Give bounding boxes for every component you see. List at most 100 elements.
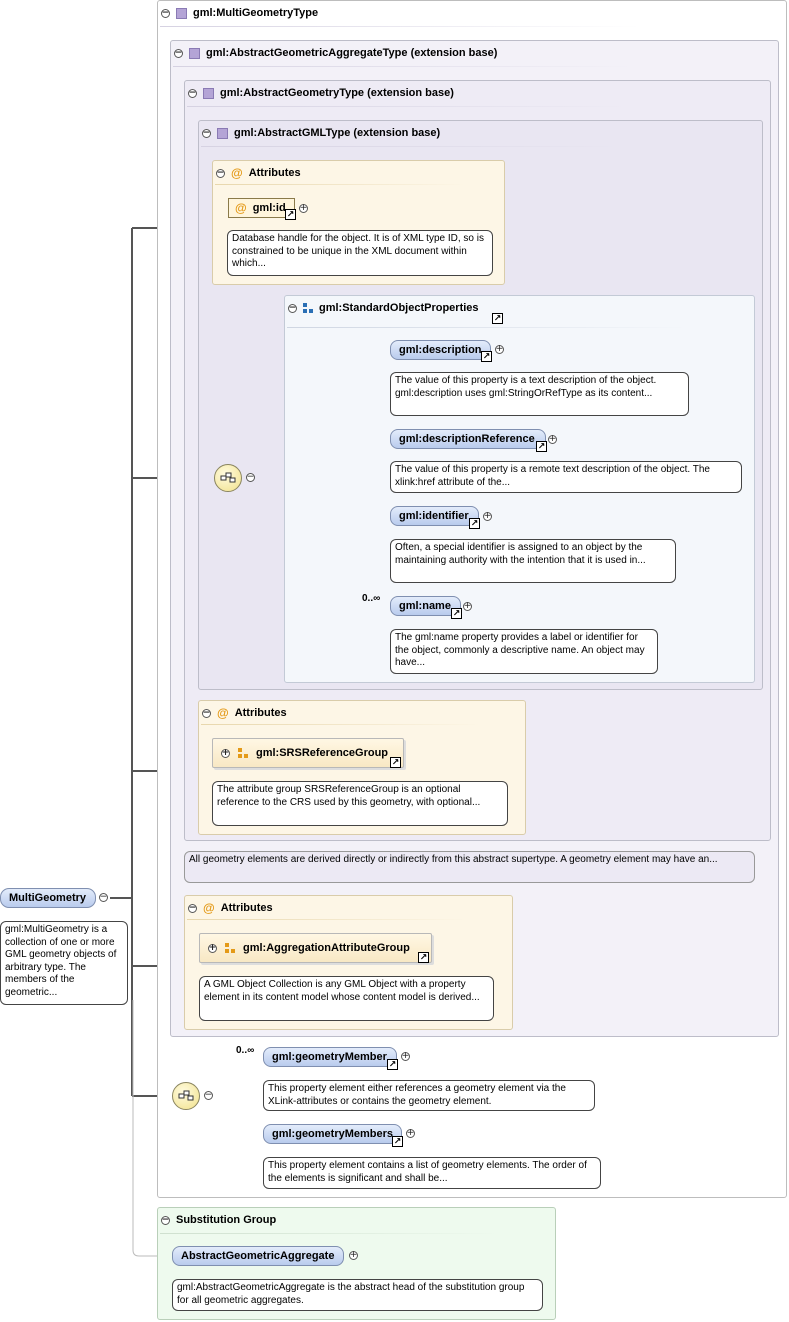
srs-attributes-header: − @ Attributes: [202, 706, 287, 720]
expand-icon[interactable]: +: [483, 511, 492, 521]
element-description-doc: The value of this property is a text des…: [390, 372, 689, 416]
multigeometry-type-title: gml:MultiGeometryType: [193, 7, 319, 19]
header-underline: [187, 106, 627, 107]
element-description-reference-doc: The value of this property is a remote t…: [390, 461, 742, 493]
element-name-doc: The gml:name property provides a label o…: [390, 629, 658, 674]
aggregate-type-header: − gml:AbstractGeometricAggregateType (ex…: [174, 47, 497, 59]
standard-props-title: gml:StandardObjectProperties: [319, 302, 479, 314]
header-underline: [201, 724, 481, 725]
srs-reference-group[interactable]: + gml:SRSReferenceGroup: [212, 738, 404, 768]
header-underline: [160, 1233, 500, 1234]
aggregation-attribute-group[interactable]: + gml:AggregationAttributeGroup: [199, 933, 432, 963]
collapse-icon[interactable]: −: [188, 87, 197, 98]
expand-icon[interactable]: +: [221, 747, 230, 758]
reference-arrow-icon[interactable]: ↗: [481, 351, 492, 362]
aggregation-attribute-group-doc: A GML Object Collection is any GML Objec…: [199, 976, 494, 1021]
header-underline: [187, 919, 467, 920]
collapse-icon[interactable]: −: [216, 167, 225, 178]
complex-type-icon: [189, 47, 200, 59]
agg-attributes-title: Attributes: [220, 902, 273, 914]
substitution-element-doc: gml:AbstractGeometricAggregate is the ab…: [172, 1279, 543, 1311]
reference-arrow-icon[interactable]: ↗: [390, 757, 401, 768]
attribute-icon: @: [231, 166, 243, 180]
aggregation-attribute-group-label: gml:AggregationAttributeGroup: [243, 942, 410, 954]
geometry-type-doc: All geometry elements are derived direct…: [184, 851, 755, 883]
substitution-group-title: Substitution Group: [176, 1214, 277, 1226]
gml-id-attribute[interactable]: @ gml:id: [228, 198, 295, 218]
element-abstract-geometric-aggregate[interactable]: AbstractGeometricAggregate: [172, 1246, 344, 1266]
aggregate-type-title: gml:AbstractGeometricAggregateType (exte…: [206, 47, 498, 59]
collapse-icon[interactable]: −: [99, 892, 108, 902]
complex-type-icon: [176, 7, 187, 19]
root-element-multigeometry[interactable]: MultiGeometry: [0, 888, 96, 908]
cardinality-label: 0..∞: [362, 593, 381, 604]
gml-type-header: − gml:AbstractGMLType (extension base): [202, 127, 440, 139]
header-underline: [215, 184, 465, 185]
element-description-reference[interactable]: gml:descriptionReference: [390, 429, 546, 449]
substitution-group-header: − Substitution Group: [161, 1214, 276, 1226]
reference-arrow-icon[interactable]: ↗: [469, 518, 480, 529]
gml-attributes-header: − @ Attributes: [216, 166, 301, 180]
element-geometry-member[interactable]: gml:geometryMember: [263, 1047, 397, 1067]
geometry-type-header: − gml:AbstractGeometryType (extension ba…: [188, 87, 454, 99]
element-name[interactable]: gml:name: [390, 596, 461, 616]
collapse-icon[interactable]: −: [202, 127, 211, 138]
collapse-icon[interactable]: −: [174, 47, 183, 58]
attribute-icon: @: [217, 706, 229, 720]
complex-type-icon: [203, 87, 214, 99]
attribute-group-icon: [225, 943, 235, 953]
element-description[interactable]: gml:description: [390, 340, 491, 360]
expand-icon[interactable]: +: [401, 1051, 410, 1061]
collapse-icon[interactable]: −: [188, 902, 197, 913]
srs-attributes-title: Attributes: [234, 707, 287, 719]
reference-arrow-icon[interactable]: ↗: [392, 1136, 403, 1147]
reference-arrow-icon[interactable]: ↗: [536, 441, 547, 452]
agg-attributes-header: − @ Attributes: [188, 901, 273, 915]
gml-id-label: gml:id: [252, 202, 286, 214]
model-group-icon: [303, 303, 313, 313]
cardinality-label: 0..∞: [236, 1045, 255, 1056]
header-underline: [287, 327, 687, 328]
gml-id-doc: Database handle for the object. It is of…: [227, 230, 493, 276]
expand-icon[interactable]: +: [548, 434, 557, 444]
header-underline: [173, 66, 633, 67]
collapse-icon[interactable]: −: [161, 7, 170, 18]
srs-reference-group-label: gml:SRSReferenceGroup: [256, 747, 389, 759]
header-underline: [201, 146, 621, 147]
element-identifier[interactable]: gml:identifier: [390, 506, 479, 526]
sequence-compositor-icon[interactable]: [172, 1082, 200, 1110]
gml-attributes-title: Attributes: [248, 167, 301, 179]
gml-type-title: gml:AbstractGMLType (extension base): [234, 127, 441, 139]
header-underline: [160, 26, 640, 27]
collapse-icon[interactable]: −: [204, 1090, 213, 1100]
attribute-icon: @: [203, 901, 215, 915]
expand-icon[interactable]: +: [299, 203, 308, 213]
attribute-icon: @: [235, 201, 247, 215]
collapse-icon[interactable]: −: [246, 472, 255, 482]
reference-arrow-icon[interactable]: ↗: [285, 209, 296, 220]
expand-icon[interactable]: +: [349, 1250, 358, 1260]
reference-arrow-icon[interactable]: ↗: [492, 313, 503, 324]
expand-icon[interactable]: +: [463, 601, 472, 611]
element-geometry-member-doc: This property element either references …: [263, 1080, 595, 1111]
complex-type-icon: [217, 127, 228, 139]
sequence-compositor-icon[interactable]: [214, 464, 242, 492]
element-identifier-doc: Often, a special identifier is assigned …: [390, 539, 676, 583]
srs-reference-group-doc: The attribute group SRSReferenceGroup is…: [212, 781, 508, 826]
expand-icon[interactable]: +: [406, 1128, 415, 1138]
attribute-group-icon: [238, 748, 248, 758]
standard-props-header: − gml:StandardObjectProperties: [288, 302, 479, 314]
element-geometry-members-doc: This property element contains a list of…: [263, 1157, 601, 1189]
collapse-icon[interactable]: −: [161, 1214, 170, 1225]
collapse-icon[interactable]: −: [288, 302, 297, 313]
reference-arrow-icon[interactable]: ↗: [418, 952, 429, 963]
reference-arrow-icon[interactable]: ↗: [387, 1059, 398, 1070]
element-geometry-members[interactable]: gml:geometryMembers: [263, 1124, 402, 1144]
expand-icon[interactable]: +: [495, 344, 504, 354]
collapse-icon[interactable]: −: [202, 707, 211, 718]
expand-icon[interactable]: +: [208, 942, 217, 953]
geometry-type-title: gml:AbstractGeometryType (extension base…: [220, 87, 454, 99]
root-element-doc: gml:MultiGeometry is a collection of one…: [0, 921, 128, 1005]
multigeometry-type-header: − gml:MultiGeometryType: [161, 7, 318, 19]
reference-arrow-icon[interactable]: ↗: [451, 608, 462, 619]
